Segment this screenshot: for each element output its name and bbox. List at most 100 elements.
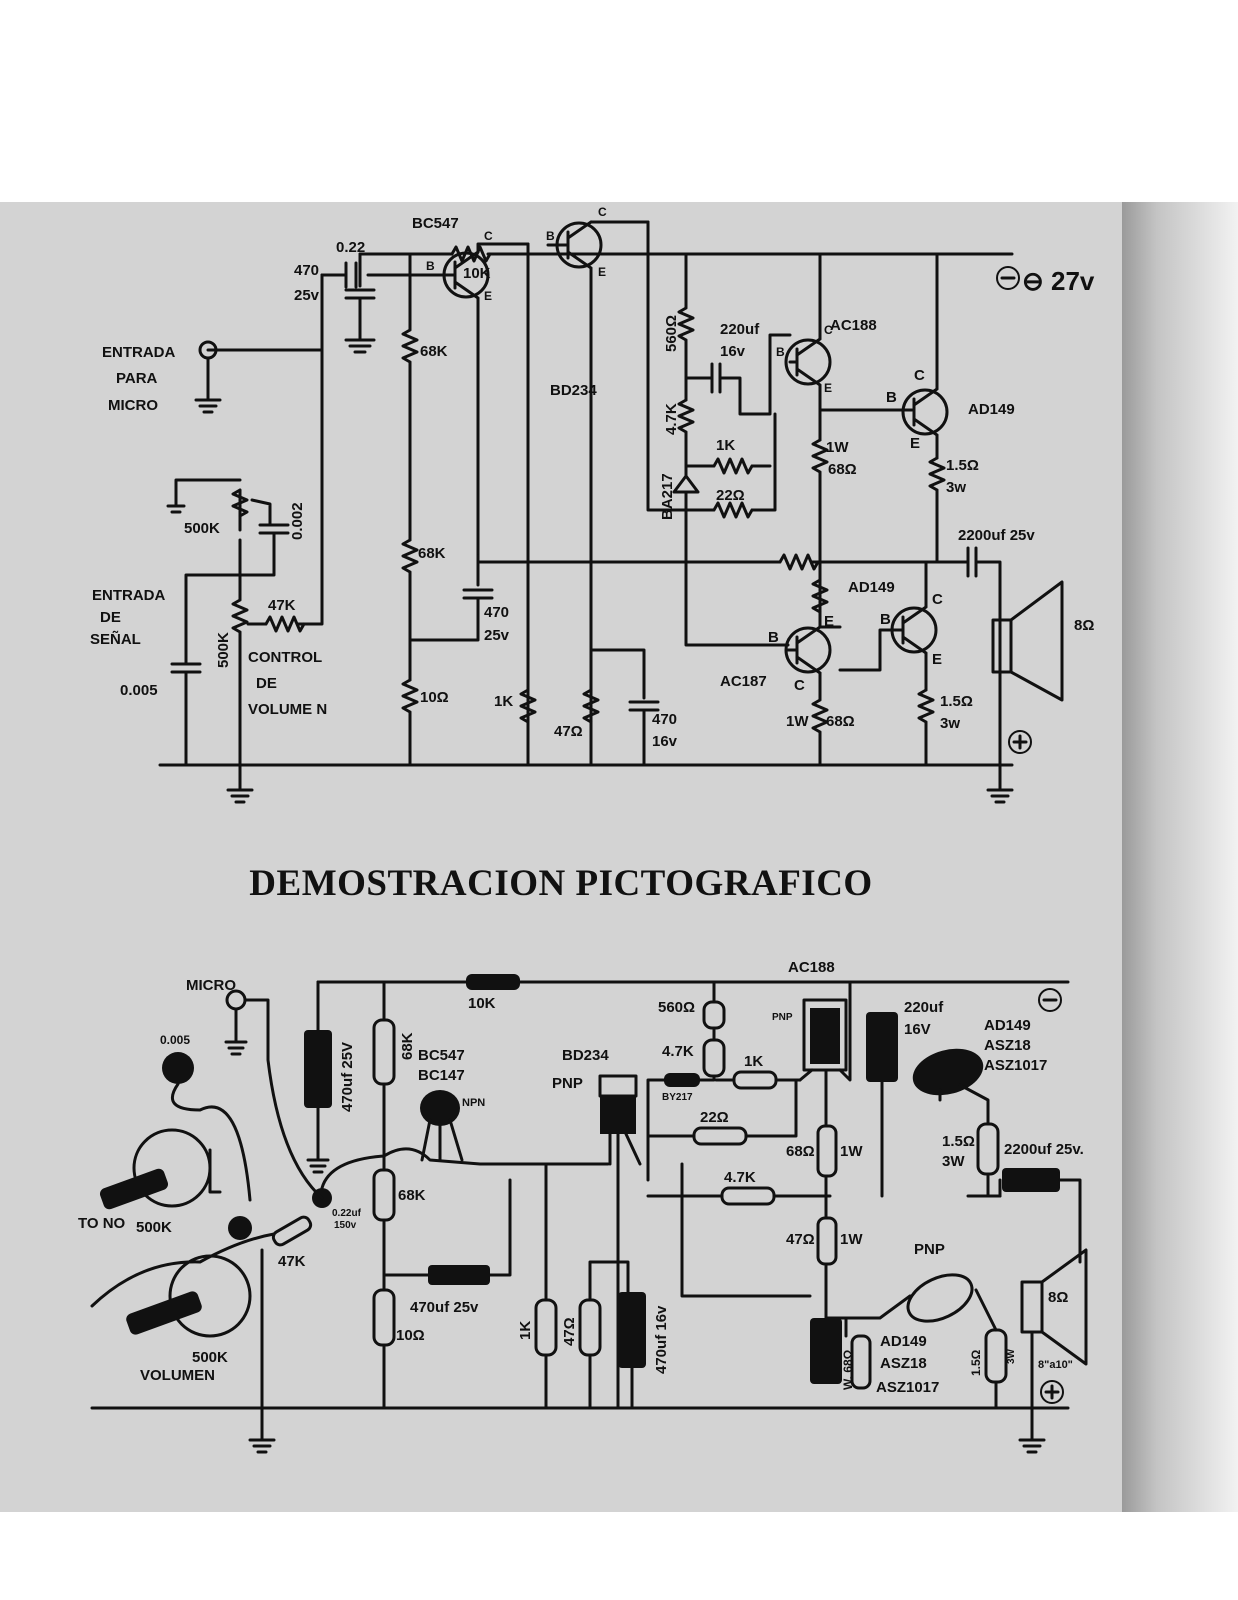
r-1w-68-power: 1W <box>826 439 849 456</box>
r-10ohm-label: 10Ω <box>420 689 449 706</box>
p-pnp-small: PNP <box>772 1012 793 1023</box>
r-4-7k-label: 4.7K <box>663 403 680 435</box>
pin-e: E <box>910 435 920 452</box>
c-0005-label: 0.005 <box>120 682 158 699</box>
r-1k-left-label: 1K <box>494 693 513 710</box>
pictorial-wiring <box>90 974 1088 1454</box>
p-r-47: 47Ω <box>561 1317 578 1346</box>
pin-c: C <box>932 591 943 608</box>
input-micro-line1: ENTRADA <box>102 344 175 361</box>
p-r-68-power: 1W <box>840 1143 863 1160</box>
pin-c: C <box>794 677 805 694</box>
pin-b: B <box>880 611 891 628</box>
p-c-470-25v-mid: 470uf 25v <box>410 1299 479 1316</box>
p-c-2200: 2200uf 25v. <box>1004 1141 1084 1158</box>
r-47k-label: 47K <box>268 597 296 614</box>
r-15-3w-top-power: 3w <box>946 479 966 496</box>
q-bc547-label: BC547 <box>412 215 459 232</box>
input-micro-line2: PARA <box>116 370 158 387</box>
p-tone-pot: 500K <box>136 1219 172 1236</box>
p-q-ad149-top-2: ASZ18 <box>984 1037 1031 1054</box>
p-r-15-power: 3W <box>942 1153 965 1170</box>
pin-e: E <box>484 289 492 303</box>
p-q-ad149-bottom-1: AD149 <box>880 1333 927 1350</box>
p-r-4-7k-c: 4.7K <box>724 1169 756 1186</box>
schematic-wiring <box>158 220 1064 804</box>
p-npn: NPN <box>462 1097 485 1109</box>
p-c-220-value: 220uf <box>904 999 944 1016</box>
d-ba217-label: BA217 <box>659 473 676 520</box>
p-c-022-voltage: 150v <box>334 1220 357 1231</box>
r-47ohm-label: 47Ω <box>554 723 583 740</box>
pin-e: E <box>824 613 834 630</box>
p-r-68-value: 68Ω <box>786 1143 815 1160</box>
input-signal-line1: ENTRADA <box>92 587 165 604</box>
r-1w-68-bottom-value: 68Ω <box>826 713 855 730</box>
p-r-4-7k-b: 4.7K <box>662 1043 694 1060</box>
p-spk-ohm: 8Ω <box>1048 1289 1068 1306</box>
c-470-mid-value: 470 <box>484 604 509 621</box>
c-470-16v-value: 470 <box>652 711 677 728</box>
p-3w: 3W <box>1006 1348 1017 1364</box>
pot-500k-vol-label: 500K <box>215 632 232 668</box>
p-r-22: 22Ω <box>700 1109 729 1126</box>
r-15-3w-top-value: 1.5Ω <box>946 457 979 474</box>
c-220uf-value: 220uf <box>720 321 760 338</box>
p-q-bc547-line1: BC547 <box>418 1047 465 1064</box>
pin-b: B <box>886 389 897 406</box>
p-r-47k: 47K <box>278 1253 306 1270</box>
page-edge-shadow <box>1122 202 1238 1512</box>
p-r-10: 10Ω <box>396 1327 425 1344</box>
c-2200-label: 2200uf 25v <box>958 527 1035 544</box>
q-ad149-bottom-label: AD149 <box>848 579 895 596</box>
r-15-3w-bottom-value: 1.5Ω <box>940 693 973 710</box>
p-r-15-bottom: 1.5Ω <box>969 1349 983 1376</box>
speaker-label: 8Ω <box>1074 617 1094 634</box>
c-022-label: 0.22 <box>336 239 365 256</box>
p-r-10k: 10K <box>468 995 496 1012</box>
pin-b: B <box>426 259 435 273</box>
q-bd234-label: BD234 <box>550 382 597 399</box>
p-r-68k-top: 68K <box>399 1032 416 1060</box>
pin-b: B <box>776 345 785 359</box>
p-r-47-value: 47Ω <box>786 1231 815 1248</box>
r-1w-68-bottom-power: 1W <box>786 713 809 730</box>
c-470-25v-value: 470 <box>294 262 319 279</box>
p-c-0005: 0.005 <box>160 1033 190 1047</box>
volume-control-line2: DE <box>256 675 277 692</box>
p-vol-pot: 500K <box>192 1349 228 1366</box>
p-q-ac188: AC188 <box>788 959 835 976</box>
q-ac188-label: AC188 <box>830 317 877 334</box>
r-68k-mid-label: 68K <box>418 545 446 562</box>
p-micro: MICRO <box>186 977 236 994</box>
pin-b: B <box>768 629 779 646</box>
input-signal-line2: DE <box>100 609 121 626</box>
p-pnp-bottom: PNP <box>914 1241 945 1258</box>
volume-control-line1: CONTROL <box>248 649 322 666</box>
c-0002-label: 0.002 <box>289 502 306 540</box>
c-470-16v-voltage: 16v <box>652 733 678 750</box>
r-1k-label: 1K <box>716 437 735 454</box>
c-470-mid-voltage: 25v <box>484 627 510 644</box>
pin-c: C <box>484 229 493 243</box>
p-c-022-value: 0.22uf <box>332 1208 362 1219</box>
volume-control-line3: VOLUME N <box>248 701 327 718</box>
r-1w-68-value: 68Ω <box>828 461 857 478</box>
q-ad149-top-label: AD149 <box>968 401 1015 418</box>
pin-e: E <box>824 381 832 395</box>
p-q-bd234: BD234 <box>562 1047 609 1064</box>
r-22-label: 22Ω <box>716 487 745 504</box>
p-q-ad149-bottom-3: ASZ1017 <box>876 1379 939 1396</box>
p-c-470-16v: 470uf 16v <box>653 1305 670 1374</box>
r-10k-label: 10K <box>463 265 491 282</box>
p-d-by217: BY217 <box>662 1092 693 1103</box>
p-r-68-bottom: W. 68Ω <box>841 1349 855 1390</box>
pin-b: B <box>546 229 555 243</box>
p-q-ad149-top-3: ASZ1017 <box>984 1057 1047 1074</box>
p-q-bc547-line2: BC147 <box>418 1067 465 1084</box>
page-title: DEMOSTRACION PICTOGRAFICO <box>249 863 873 904</box>
p-r-1k: 1K <box>517 1321 534 1340</box>
r-15-3w-bottom-power: 3w <box>940 715 960 732</box>
p-c-220-voltage: 16V <box>904 1021 931 1038</box>
